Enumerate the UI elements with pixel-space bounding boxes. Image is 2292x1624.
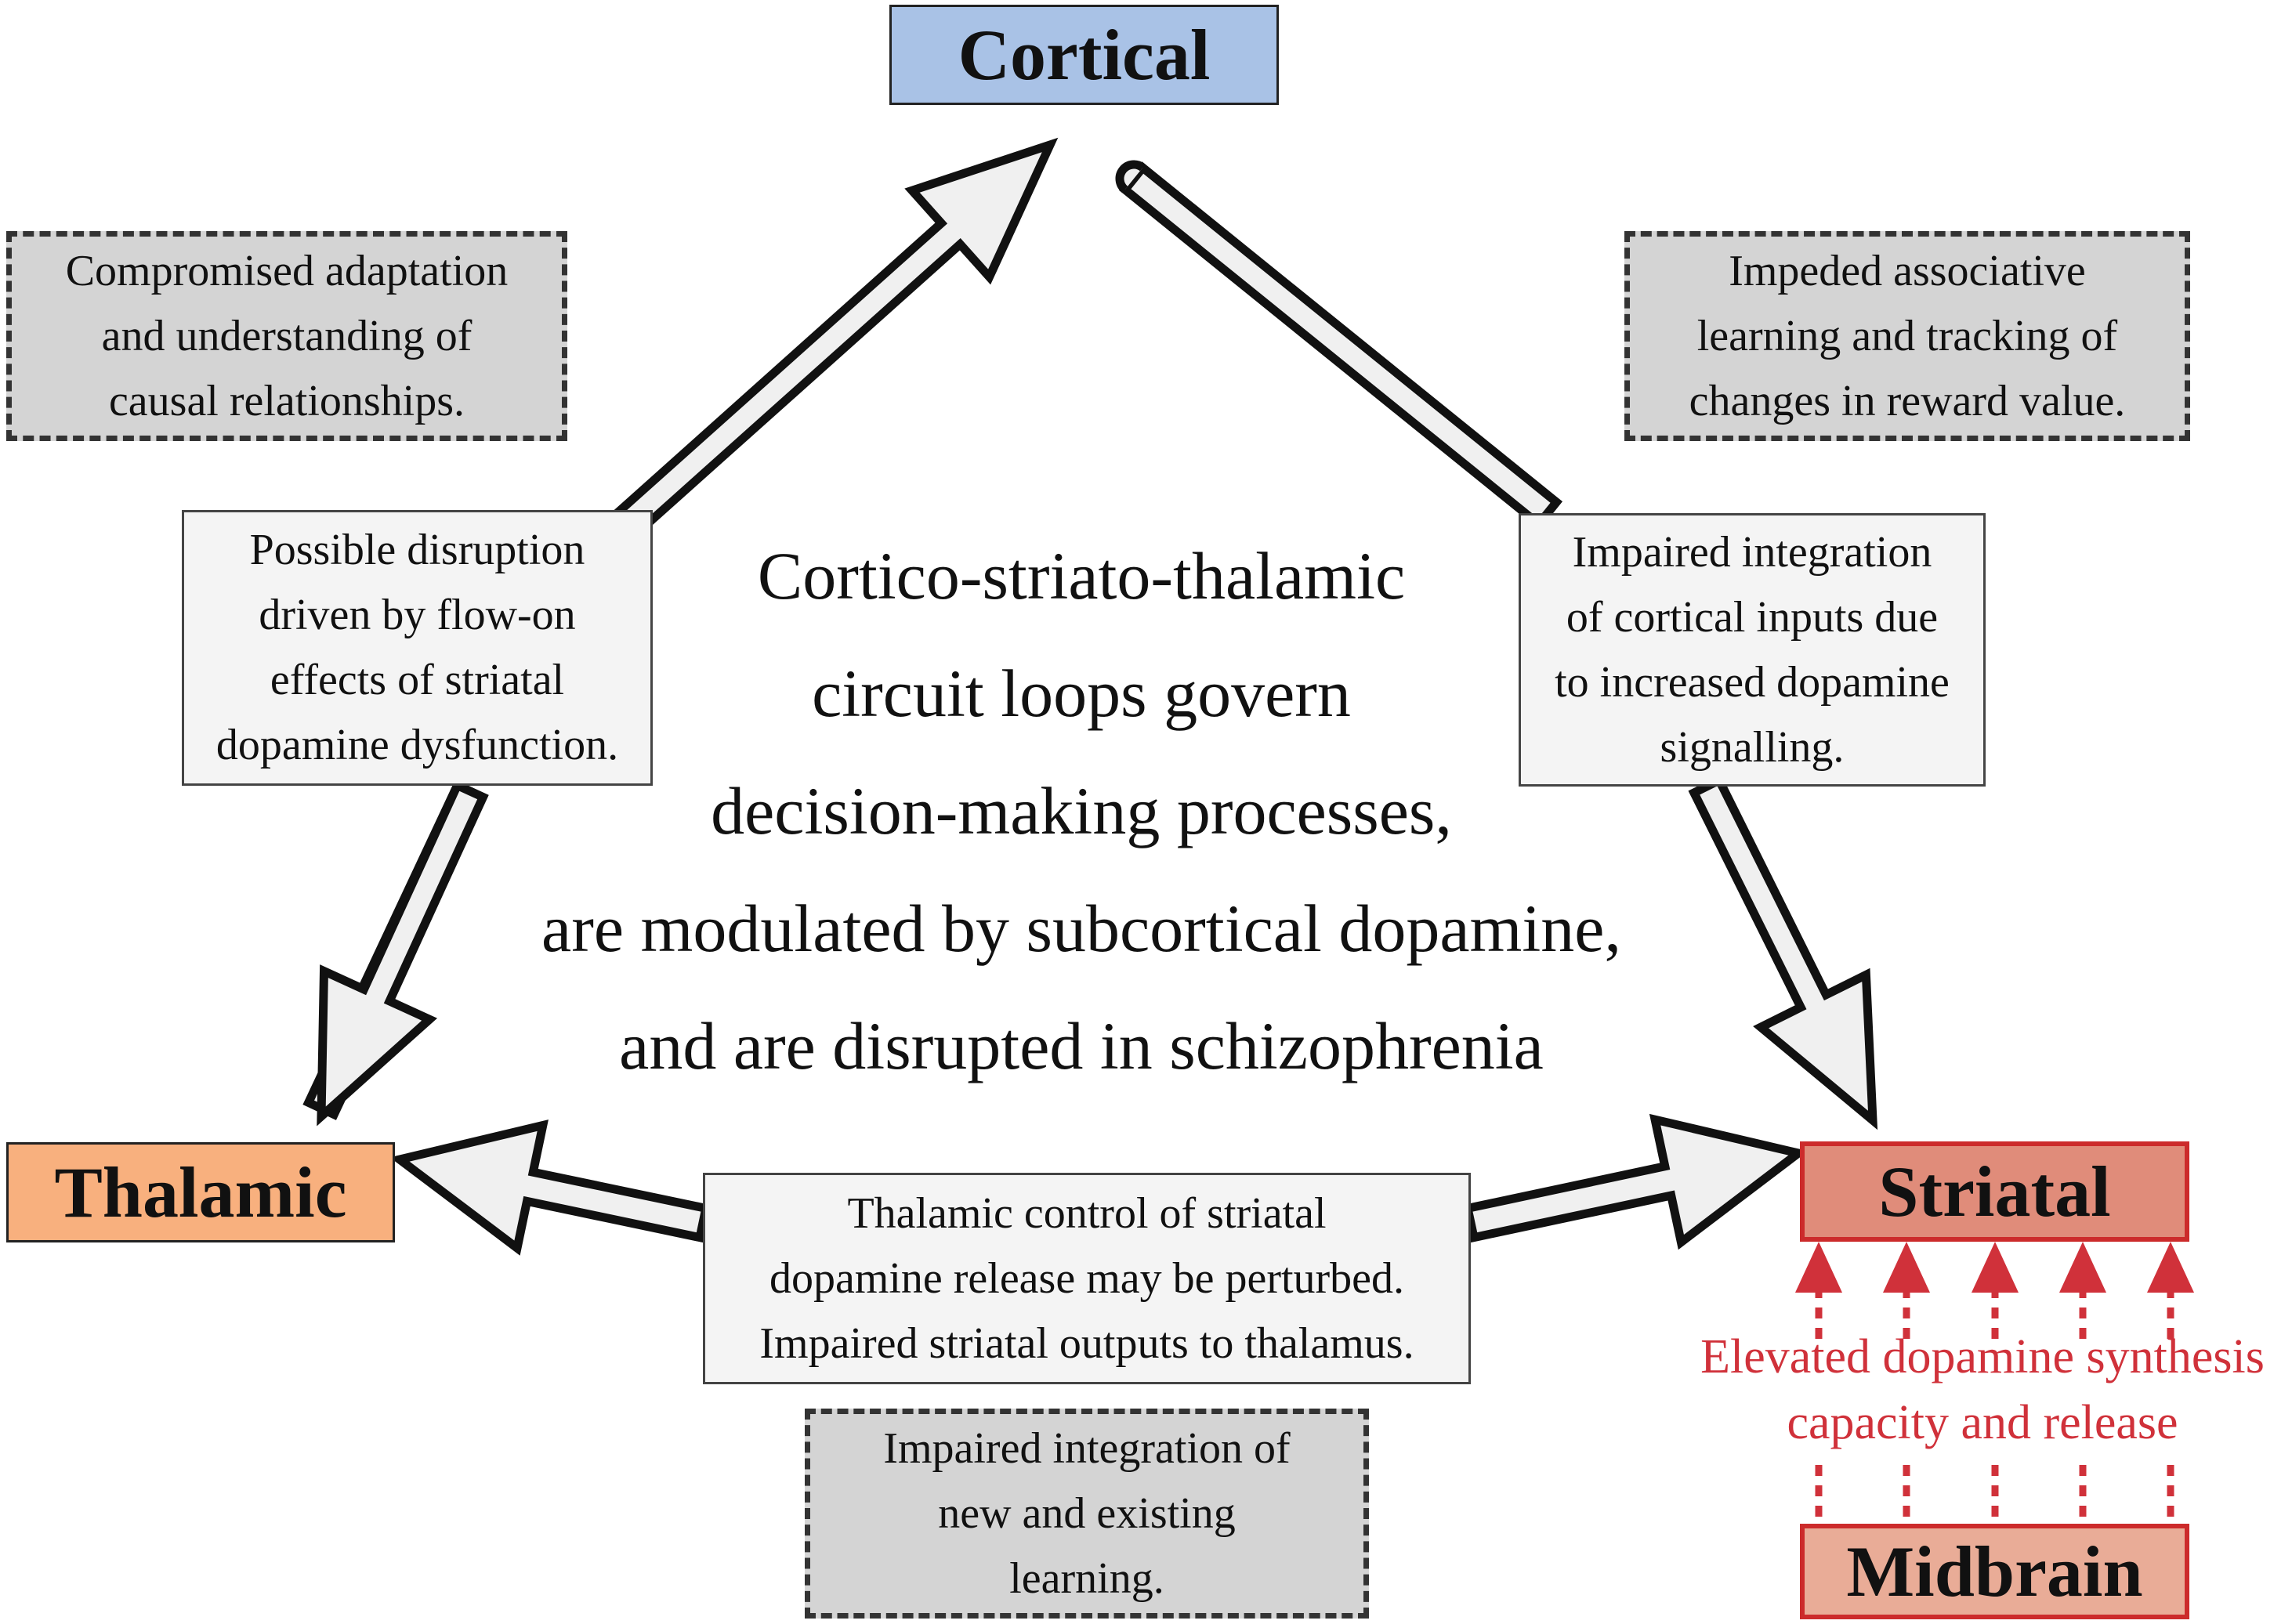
cortical-to-striatal-arrow-lower: [1688, 774, 1878, 1130]
mechanism-line: signalling.: [1660, 722, 1845, 772]
midbrain-region-box: Midbrain: [1800, 1524, 2189, 1619]
mechanism-line: dopamine release may be perturbed.: [769, 1253, 1405, 1303]
thalamic-label: Thalamic: [54, 1152, 347, 1232]
effect-line: learning.: [1009, 1553, 1164, 1603]
dotted-arrow-head: [1795, 1242, 1842, 1293]
midbrain-label: Midbrain: [1846, 1532, 2143, 1611]
mechanism-line: driven by flow-on: [259, 591, 576, 639]
dotted-arrow-head: [2059, 1242, 2106, 1293]
mechanism-line: dopamine dysfunction.: [215, 721, 619, 769]
thalamic-region-box: Thalamic: [6, 1142, 395, 1242]
mechanism-line: to increased dopamine: [1555, 657, 1950, 707]
effect-line: causal relationships.: [108, 376, 465, 425]
mechanism-box-bottom: Thalamic control of striatal dopamine re…: [703, 1173, 1471, 1384]
mechanism-line: Thalamic control of striatal: [847, 1188, 1327, 1238]
mechanism-line: Impaired striatal outputs to thalamus.: [759, 1318, 1414, 1368]
cortical-region-box: Cortical: [889, 5, 1279, 105]
effect-line: new and existing: [938, 1488, 1236, 1538]
central-line: are modulated by subcortical dopamine,: [541, 891, 1621, 966]
effect-line: and understanding of: [101, 311, 473, 360]
cortical-to-striatal-arrow-tail: [1115, 160, 1146, 194]
mechanism-box-right: Impaired integration of cortical inputs …: [1519, 513, 1986, 787]
effect-line: Impeded associative: [1729, 246, 2086, 295]
dopamine-annotation: Elevated dopamine synthesis capacity and…: [1669, 1324, 2292, 1456]
central-statement: Cortico-striato-thalamic circuit loops g…: [454, 517, 1708, 1105]
mechanism-line: Possible disruption: [249, 526, 585, 574]
dopamine-line: Elevated dopamine synthesis: [1700, 1330, 2265, 1383]
central-line: decision-making processes,: [711, 773, 1452, 848]
effect-box-top-right: Impeded associative learning and trackin…: [1624, 231, 2190, 441]
effect-line: Impaired integration of: [883, 1423, 1291, 1473]
dotted-arrow-head: [1883, 1242, 1930, 1293]
striatal-to-thalamic-arrow: [389, 1119, 711, 1256]
central-line: and are disrupted in schizophrenia: [619, 1008, 1544, 1083]
mechanism-line: of cortical inputs due: [1566, 592, 1939, 642]
block-arrows: [302, 137, 1878, 1256]
cortical-to-striatal-arrow: [1118, 161, 1563, 530]
dopamine-line: capacity and release: [1787, 1396, 2178, 1449]
cortical-to-thalamic-arrow: [317, 779, 489, 1127]
dotted-arrow-head: [1972, 1242, 2019, 1293]
dotted-arrow-head: [2147, 1242, 2194, 1293]
central-line: circuit loops govern: [812, 656, 1351, 731]
effect-line: Compromised adaptation: [65, 246, 509, 295]
central-line: Cortico-striato-thalamic: [757, 538, 1406, 613]
midbrain-to-striatal-dotted-arrows: [1795, 1242, 2194, 1524]
effect-line: learning and tracking of: [1696, 311, 2118, 360]
striatal-label: Striatal: [1878, 1152, 2111, 1232]
effect-box-top-left: Compromised adaptation and understanding…: [6, 231, 567, 441]
effect-box-bottom: Impaired integration of new and existing…: [805, 1409, 1369, 1619]
mechanism-box-left: Possible disruption driven by flow-on ef…: [182, 510, 653, 786]
mechanism-line: effects of striatal: [270, 656, 565, 704]
thalamic-to-cortical-arrow: [611, 137, 1059, 541]
striatal-region-box: Striatal: [1800, 1141, 2189, 1242]
effect-line: changes in reward value.: [1689, 376, 2126, 425]
cortical-label: Cortical: [958, 15, 1211, 95]
thalamic-to-striatal-arrow: [1462, 1113, 1809, 1250]
mechanism-line: Impaired integration: [1572, 527, 1932, 577]
